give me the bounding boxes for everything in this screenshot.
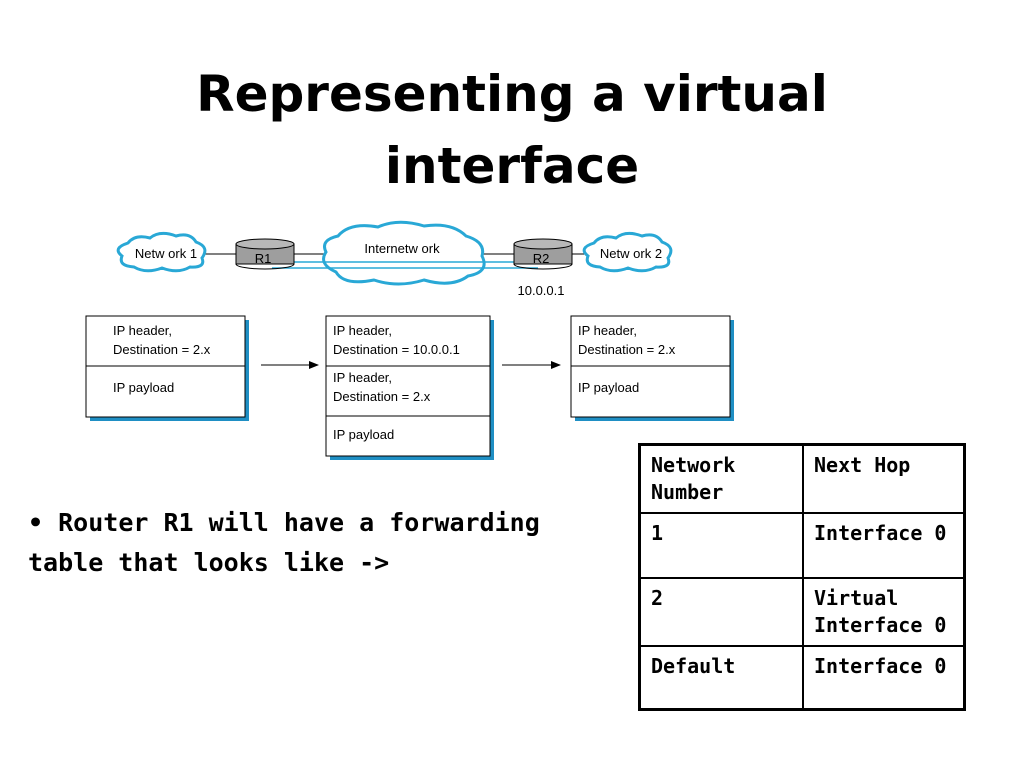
svg-text:IP header, Destination =: IP header, Destination = 10.0.0.1 — [333, 323, 460, 357]
router2-label: R2 — [533, 251, 550, 266]
bullet-line2: table that looks like -> — [28, 548, 390, 577]
address-label: 10.0.0.1 — [518, 283, 565, 298]
table-cell-next-hop: Interface 0 — [802, 512, 966, 579]
forwarding-table: Network Number Next Hop 1 Interface 0 2 … — [638, 443, 966, 711]
svg-text:IP header, Destination =: IP header, Destination = 2.x — [113, 323, 211, 357]
table-cell-network: 2 — [638, 577, 804, 647]
table-cell-next-hop: Interface 0 — [802, 645, 966, 711]
table-header-next-hop: Next Hop — [802, 443, 966, 514]
bullet-line1: Router R1 will have a forwarding — [43, 508, 540, 537]
packet2-outer-header-line2: Destination = 10.0.0.1 — [333, 342, 460, 357]
table-cell-next-hop: Virtual Interface 0 — [802, 577, 966, 647]
next-hop-line1: Virtual — [814, 586, 899, 610]
internetwork-label: Internetw ork — [364, 241, 440, 256]
slide-title-line2: interface — [384, 137, 640, 195]
slide-title-line1: Representing a virtual — [196, 65, 828, 123]
slide-title: Representing a virtual interface — [0, 58, 1024, 202]
svg-text:IP header, Destination =: IP header, Destination = 2.x — [578, 323, 676, 357]
table-cell-network: 1 — [638, 512, 804, 579]
router-r1: R1 — [235, 238, 295, 270]
bullet-text: • Router R1 will have a forwarding table… — [28, 503, 618, 583]
router1-label: R1 — [255, 251, 272, 266]
table-row: 2 Virtual Interface 0 — [638, 577, 966, 647]
header-network-line2: Number — [651, 480, 724, 504]
svg-text:IP header, Destination =: IP header, Destination = 2.x — [333, 370, 431, 404]
packet1-header-line2: Destination = 2.x — [113, 342, 211, 357]
packet3-payload: IP payload — [578, 380, 639, 395]
packet-1: IP header, Destination = 2.x IP payload — [85, 315, 249, 421]
packet1-payload: IP payload — [113, 380, 174, 395]
header-network-line1: Network — [651, 453, 736, 477]
packet1-header-line1: IP header, — [113, 323, 172, 338]
packet3-header-line1: IP header, — [578, 323, 637, 338]
router-r2: R2 — [513, 238, 573, 270]
packet2-payload: IP payload — [333, 427, 394, 442]
network1-label: Netw ork 1 — [135, 246, 197, 261]
table-row: Default Interface 0 — [638, 645, 966, 711]
packet2-inner-header-line2: Destination = 2.x — [333, 389, 431, 404]
table-row: 1 Interface 0 — [638, 512, 966, 579]
internetwork-cloud: Internetw ork — [322, 220, 486, 286]
network2-cloud: Netw ork 2 — [582, 231, 673, 273]
table-cell-network: Default — [638, 645, 804, 711]
bullet-marker: • — [28, 508, 44, 537]
network1-cloud: Netw ork 1 — [116, 231, 207, 273]
network2-label: Netw ork 2 — [600, 246, 662, 261]
table-header-network-number: Network Number — [638, 443, 804, 514]
packet-2: IP header, Destination = 10.0.0.1 IP hea… — [325, 315, 494, 460]
virtual-tunnel — [272, 261, 538, 269]
packet-3: IP header, Destination = 2.x IP payload — [570, 315, 734, 421]
packet3-header-line2: Destination = 2.x — [578, 342, 676, 357]
packet2-inner-header-line1: IP header, — [333, 370, 392, 385]
next-hop-line2: Interface 0 — [814, 613, 947, 637]
packet2-outer-header-line1: IP header, — [333, 323, 392, 338]
table-header-row: Network Number Next Hop — [638, 443, 966, 514]
